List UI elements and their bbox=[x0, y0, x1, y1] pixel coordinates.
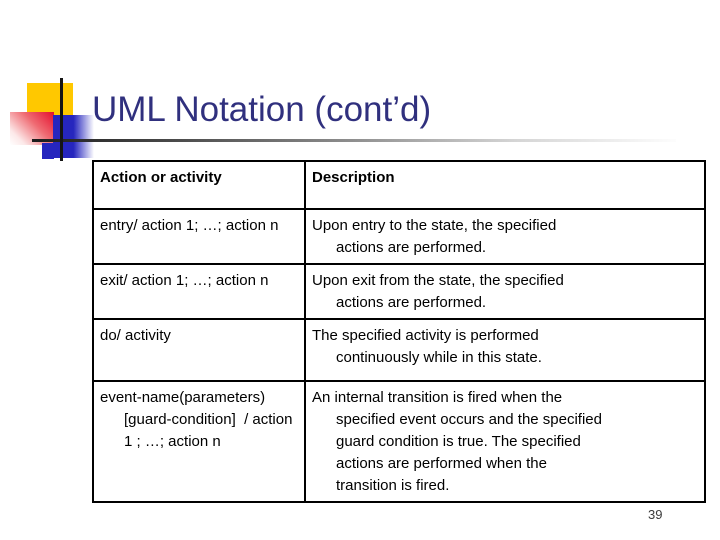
table-row-do: do/ activity The specified activity is p… bbox=[92, 318, 706, 382]
table-row-exit: exit/ action 1; …; action n Upon exit fr… bbox=[92, 263, 706, 320]
action-text: entry/ action 1; …; action n bbox=[100, 217, 279, 234]
description-text: The specified activity is performed cont… bbox=[312, 327, 542, 366]
slide-title: UML Notation (cont’d) bbox=[92, 90, 432, 129]
table-header-row: Action or activity Description bbox=[92, 160, 706, 210]
title-underline-rule bbox=[32, 139, 676, 142]
description-text: Upon entry to the state, the specified a… bbox=[312, 217, 557, 256]
action-cell: entry/ action 1; …; action n bbox=[92, 208, 306, 265]
description-cell: Upon entry to the state, the specified a… bbox=[304, 208, 706, 265]
description-cell: Upon exit from the state, the specified … bbox=[304, 263, 706, 320]
description-cell: An internal transition is fired when the… bbox=[304, 380, 706, 503]
action-cell: do/ activity bbox=[92, 318, 306, 382]
notation-table: Action or activity Description entry/ ac… bbox=[92, 160, 706, 503]
table-row-event-name: event-name(parameters) [guard-condition]… bbox=[92, 380, 706, 503]
table-row-entry: entry/ action 1; …; action n Upon entry … bbox=[92, 208, 706, 265]
description-text: Upon exit from the state, the specified … bbox=[312, 272, 564, 311]
header-cell-description: Description bbox=[304, 160, 706, 210]
decor-blue-small-square bbox=[42, 143, 54, 159]
action-cell: event-name(parameters) [guard-condition]… bbox=[92, 380, 306, 503]
notation-table-container: Action or activity Description entry/ ac… bbox=[92, 160, 706, 503]
description-cell: The specified activity is performed cont… bbox=[304, 318, 706, 382]
action-text: event-name(parameters) [guard-condition]… bbox=[100, 389, 293, 450]
header-cell-action: Action or activity bbox=[92, 160, 306, 210]
description-text: An internal transition is fired when the… bbox=[312, 389, 602, 494]
decor-blue-gradient-square bbox=[53, 115, 94, 158]
action-cell: exit/ action 1; …; action n bbox=[92, 263, 306, 320]
action-text: do/ activity bbox=[100, 327, 171, 344]
page-number: 39 bbox=[648, 507, 663, 522]
action-text: exit/ action 1; …; action n bbox=[100, 272, 269, 289]
decor-vertical-line bbox=[60, 78, 63, 161]
